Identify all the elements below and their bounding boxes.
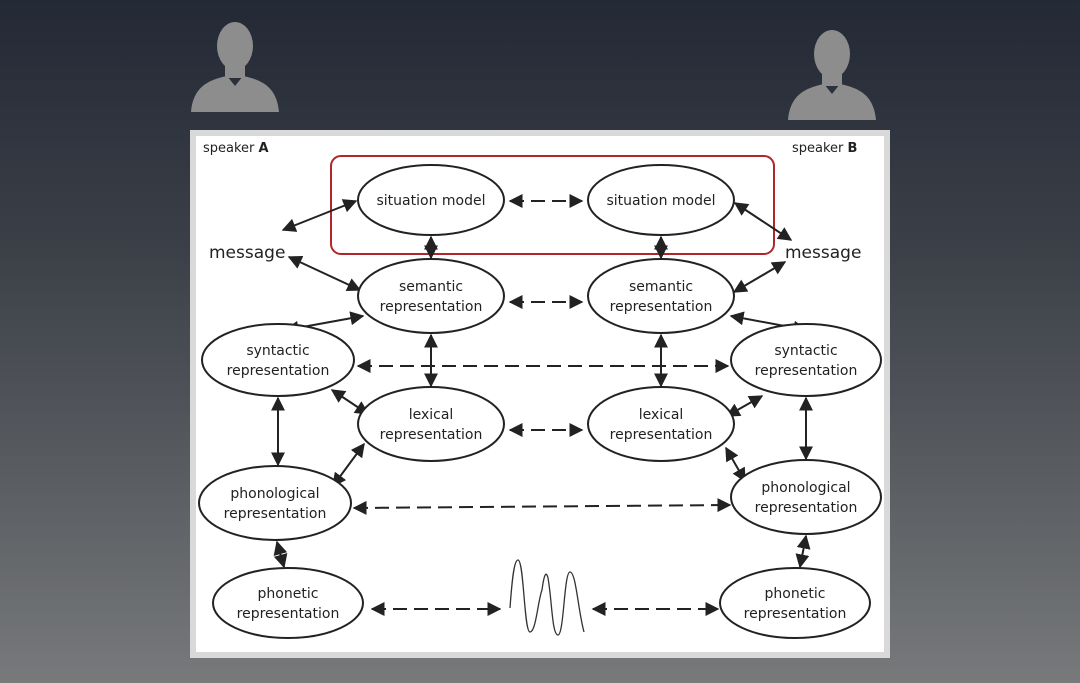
message-right-label: message bbox=[785, 243, 861, 263]
node-pho-a: phonological representation bbox=[198, 465, 352, 541]
node-sit-a: situation model bbox=[357, 164, 505, 236]
node-label: representation bbox=[237, 606, 340, 622]
node-label: syntactic bbox=[246, 343, 309, 359]
node-label: representation bbox=[610, 427, 713, 443]
solid-arrow bbox=[332, 442, 365, 488]
node-label: representation bbox=[610, 299, 713, 315]
node-label: representation bbox=[744, 606, 847, 622]
solid-arrow bbox=[287, 255, 362, 292]
speaker-b-label: speaker B bbox=[792, 141, 857, 156]
speaker-a-avatar-icon bbox=[191, 22, 279, 112]
node-label: situation model bbox=[377, 193, 486, 209]
node-syn-b: syntactic representation bbox=[730, 323, 882, 397]
node-phn-b: phonetic representation bbox=[719, 567, 871, 639]
node-ellipse bbox=[357, 386, 505, 462]
node-ellipse bbox=[198, 465, 352, 541]
node-label: phonological bbox=[230, 486, 319, 502]
node-ellipse bbox=[587, 258, 735, 334]
node-label: representation bbox=[380, 427, 483, 443]
node-ellipse bbox=[212, 567, 364, 639]
node-label: representation bbox=[755, 500, 858, 516]
node-sit-b: situation model bbox=[587, 164, 735, 236]
speaker-b-avatar-icon bbox=[788, 30, 876, 120]
nodes: situation model situation model semantic re… bbox=[198, 164, 882, 639]
node-ellipse bbox=[357, 258, 505, 334]
dashed-arrow bbox=[352, 498, 732, 515]
node-ellipse bbox=[587, 386, 735, 462]
solid-arrow bbox=[732, 261, 787, 293]
node-sem-a: semantic representation bbox=[357, 258, 505, 334]
node-label: semantic bbox=[399, 279, 463, 295]
node-lex-a: lexical representation bbox=[357, 386, 505, 462]
solid-arrow bbox=[733, 202, 793, 241]
speaker-a-label: speaker A bbox=[203, 141, 269, 156]
node-label: syntactic bbox=[774, 343, 837, 359]
node-label: semantic bbox=[629, 279, 693, 295]
node-label: situation model bbox=[607, 193, 716, 209]
connectors bbox=[271, 194, 813, 616]
solid-arrow bbox=[273, 540, 288, 569]
node-label: phonological bbox=[761, 480, 850, 496]
node-phn-a: phonetic representation bbox=[212, 567, 364, 639]
node-sem-b: semantic representation bbox=[587, 258, 735, 334]
node-pho-b: phonological representation bbox=[730, 459, 882, 535]
node-label: representation bbox=[755, 363, 858, 379]
node-label: representation bbox=[224, 506, 327, 522]
solid-arrow bbox=[795, 534, 811, 569]
node-ellipse bbox=[357, 164, 505, 236]
node-lex-b: lexical representation bbox=[587, 386, 735, 462]
node-ellipse bbox=[730, 459, 882, 535]
node-ellipse bbox=[201, 323, 355, 397]
waveform-icon bbox=[509, 559, 585, 636]
message-left-label: message bbox=[209, 243, 285, 263]
node-label: representation bbox=[380, 299, 483, 315]
solid-arrow bbox=[281, 199, 358, 232]
solid-arrow bbox=[725, 395, 764, 417]
node-syn-a: syntactic representation bbox=[201, 323, 355, 397]
node-ellipse bbox=[730, 323, 882, 397]
node-label: lexical bbox=[639, 407, 684, 423]
node-ellipse bbox=[587, 164, 735, 236]
node-label: lexical bbox=[409, 407, 454, 423]
node-label: phonetic bbox=[258, 586, 319, 602]
node-label: representation bbox=[227, 363, 330, 379]
solid-arrow bbox=[725, 446, 746, 483]
node-ellipse bbox=[719, 567, 871, 639]
node-label: phonetic bbox=[765, 586, 826, 602]
